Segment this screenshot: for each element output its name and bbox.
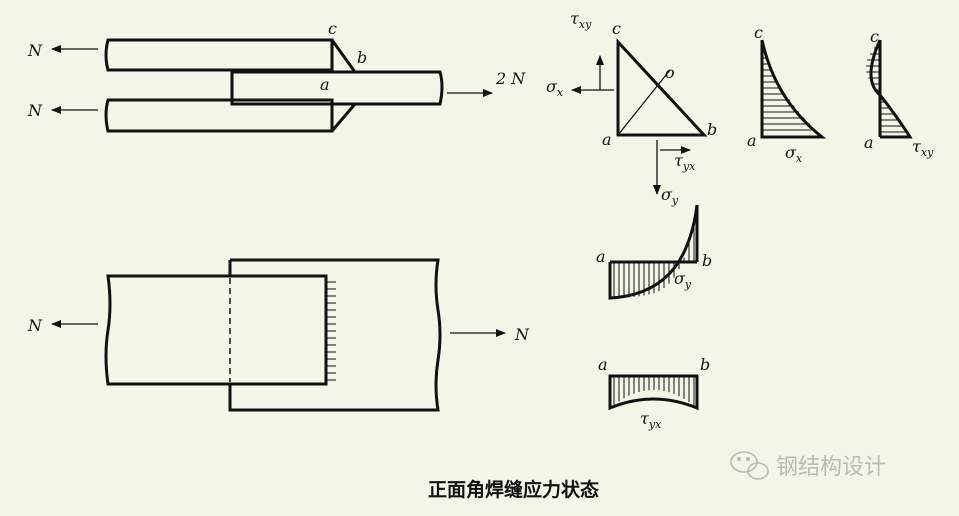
tau-xy-distribution: c a τxy	[864, 27, 934, 159]
tau-yx-hatch	[613, 376, 695, 406]
watermark-text: 钢结构设计	[776, 455, 886, 480]
left-plate	[104, 274, 328, 386]
label-tri-a: a	[602, 130, 612, 149]
weld-throat-line	[617, 69, 671, 136]
force-label-N-lower: N	[27, 101, 43, 120]
sigma-x-distribution: c a σx	[747, 23, 827, 165]
tau-xy-curve	[869, 39, 913, 139]
label-txy-tau: τxy	[912, 137, 934, 159]
label-tri-o: o	[665, 63, 675, 82]
label-tau-yx: τyx	[674, 151, 696, 173]
label-tyx-a: a	[598, 355, 608, 374]
lap-joint-plan-view: N N	[27, 258, 530, 412]
label-sy-sigma: σy	[674, 269, 692, 291]
label-sigma-x: σx	[546, 77, 564, 99]
force-label-2N: 2 N	[495, 69, 526, 88]
label-tyx-tau: τyx	[640, 409, 662, 431]
force-label-N-upper: N	[27, 41, 43, 60]
figure-caption: 正面角焊缝应力状态	[428, 478, 599, 501]
right-plate	[228, 258, 442, 412]
sigma-y-curve	[608, 204, 699, 300]
upper-fillet-weld	[330, 39, 358, 74]
sigma-x-diagram-outline	[760, 39, 827, 139]
label-tri-b: b	[707, 120, 717, 139]
weld-triangle	[616, 38, 708, 137]
upper-cover-plate	[104, 38, 334, 72]
label-tau-xy: τxy	[570, 9, 592, 31]
point-label-b: b	[357, 48, 367, 67]
label-sigma-y: σy	[661, 185, 679, 207]
sigma-y-distribution: a b σy	[596, 204, 712, 300]
label-tri-c: c	[612, 19, 621, 38]
main-plate	[230, 70, 444, 106]
label-txy-c: c	[870, 27, 879, 46]
point-label-c: c	[328, 19, 337, 38]
front-weld-hatch	[326, 281, 336, 381]
lower-fillet-weld	[330, 102, 359, 132]
tau-xy-hatch	[866, 47, 907, 133]
label-sx-sigma: σx	[785, 143, 803, 165]
tau-yx-distribution: a b τyx	[598, 355, 710, 431]
label-tyx-b: b	[700, 355, 710, 374]
sigma-x-hatch	[762, 51, 816, 131]
lower-cover-plate	[104, 98, 334, 133]
weld-cross-section-triangle: τxy σx c o a b τyx σy	[546, 9, 717, 207]
lap-joint-top-view: N N 2 N c b a	[27, 19, 526, 133]
label-sy-b: b	[702, 251, 712, 270]
label-sy-a: a	[596, 247, 606, 266]
label-sx-c: c	[754, 23, 763, 42]
watermark: 钢结构设计	[730, 451, 886, 480]
label-txy-a: a	[864, 133, 874, 152]
force-label-N-left: N	[27, 316, 43, 335]
wechat-logo-icon	[730, 451, 769, 480]
sigma-y-hatch	[613, 220, 695, 298]
force-label-N-right: N	[514, 325, 530, 344]
label-sx-a: a	[747, 131, 757, 150]
tau-yx-outline	[608, 374, 699, 411]
point-label-a: a	[320, 75, 330, 94]
